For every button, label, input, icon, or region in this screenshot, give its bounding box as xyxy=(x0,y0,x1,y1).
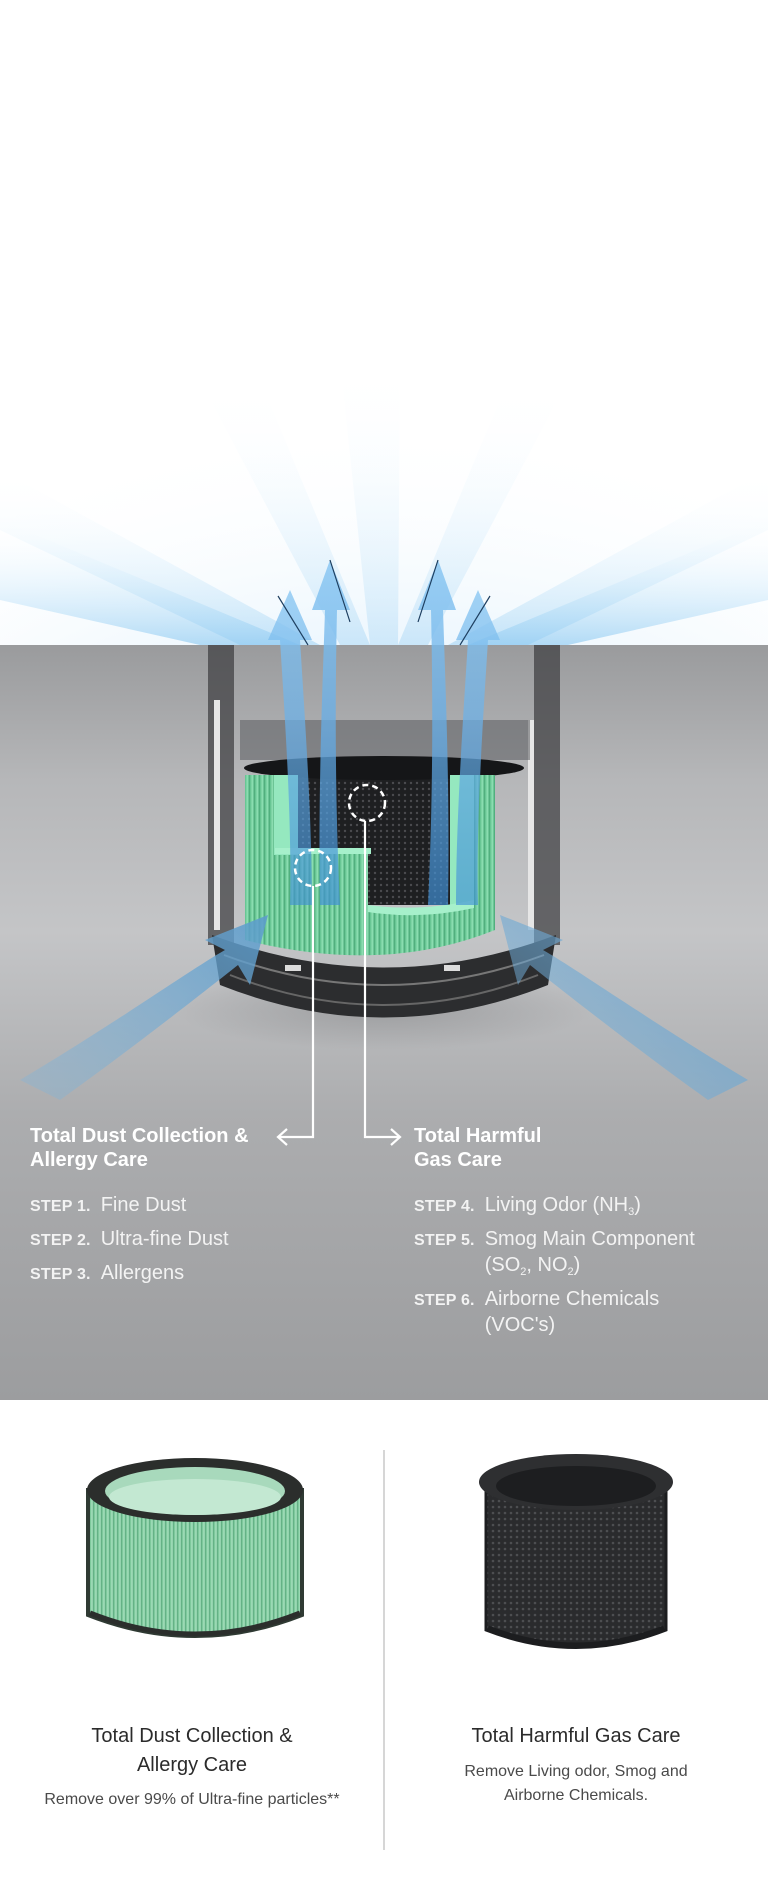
step-text: Airborne Chemicals (VOC's) xyxy=(485,1286,660,1338)
product-card-hepa: Total Dust Collection & Allergy Care Rem… xyxy=(0,1400,384,1900)
product-card-deodorizer: Total Harmful Gas Care Remove Living odo… xyxy=(384,1400,768,1900)
dust-steps-list: STEP 1. Fine Dust STEP 2. Ultra-fine Dus… xyxy=(30,1192,229,1294)
step-text: Ultra-fine Dust xyxy=(100,1228,229,1250)
product-name-line: Allergy Care xyxy=(136,1754,248,1776)
step-text-end: ) xyxy=(634,1194,641,1216)
step-item: STEP 6. Airborne Chemicals (VOC's) xyxy=(414,1286,695,1338)
step-item: STEP 2. Ultra-fine Dust xyxy=(30,1226,229,1252)
product-description: Remove over 99% of Ultra-fine particles*… xyxy=(44,1791,340,1808)
step-item: STEP 3. Allergens xyxy=(30,1260,229,1286)
step-text-part: (VOC's) xyxy=(484,1314,556,1336)
product-description-line: Remove Living odor, Smog and xyxy=(464,1763,688,1780)
step-text-part: ) xyxy=(573,1254,581,1276)
step-text: Smog Main Component (SO2, NO2) xyxy=(485,1226,695,1278)
step-text-main: Living Odor (NH xyxy=(484,1194,629,1216)
light-rays-graphic xyxy=(0,360,768,645)
gas-steps-list: STEP 4. Living Odor (NH3) STEP 5. Smog M… xyxy=(414,1192,695,1346)
heading-line: Total Dust Collection & xyxy=(30,1125,249,1147)
step-label: STEP 4. xyxy=(414,1198,475,1215)
column-divider xyxy=(383,1450,385,1850)
filter-products-section: Total Dust Collection & Allergy Care Rem… xyxy=(0,1400,768,1900)
step-item: STEP 4. Living Odor (NH3) xyxy=(414,1192,695,1218)
subscript: 3 xyxy=(628,1206,635,1218)
step-label: STEP 2. xyxy=(30,1232,91,1249)
product-name: Total Harmful Gas Care xyxy=(471,1725,681,1747)
gas-care-heading: Total Harmful Gas Care xyxy=(414,1124,541,1172)
step-text-part: , NO xyxy=(526,1254,568,1276)
heading-line: Total Harmful xyxy=(414,1125,542,1147)
step-text: Living Odor (NH3) xyxy=(485,1192,641,1218)
step-item: STEP 1. Fine Dust xyxy=(30,1192,229,1218)
step-text-part: (SO xyxy=(484,1254,521,1276)
step-label: STEP 5. xyxy=(414,1232,475,1249)
heading-line: Gas Care xyxy=(414,1149,502,1171)
step-text: Fine Dust xyxy=(100,1194,187,1216)
product-name: Total Dust Collection & Allergy Care xyxy=(0,1722,384,1780)
dust-collection-heading: Total Dust Collection & Allergy Care xyxy=(30,1124,249,1172)
green-hepa-filter-icon xyxy=(86,1458,304,1638)
step-text-main: Airborne Chemicals xyxy=(484,1288,660,1310)
subscript: 2 xyxy=(520,1266,527,1278)
hero-light-rays xyxy=(0,0,768,645)
black-deodorization-filter-icon xyxy=(479,1454,673,1649)
step-text: Allergens xyxy=(100,1262,185,1284)
product-description-line: Airborne Chemicals. xyxy=(503,1787,649,1804)
step-label: STEP 1. xyxy=(30,1198,91,1215)
subscript: 2 xyxy=(567,1266,574,1278)
product-description: Remove Living odor, Smog and Airborne Ch… xyxy=(384,1760,768,1808)
product-name-line: Total Dust Collection & xyxy=(91,1725,293,1747)
step-label: STEP 3. xyxy=(30,1266,91,1283)
heading-line: Allergy Care xyxy=(30,1149,148,1171)
step-item: STEP 5. Smog Main Component (SO2, NO2) xyxy=(414,1226,695,1278)
step-label: STEP 6. xyxy=(414,1292,475,1309)
step-text-main: Smog Main Component xyxy=(484,1228,695,1250)
